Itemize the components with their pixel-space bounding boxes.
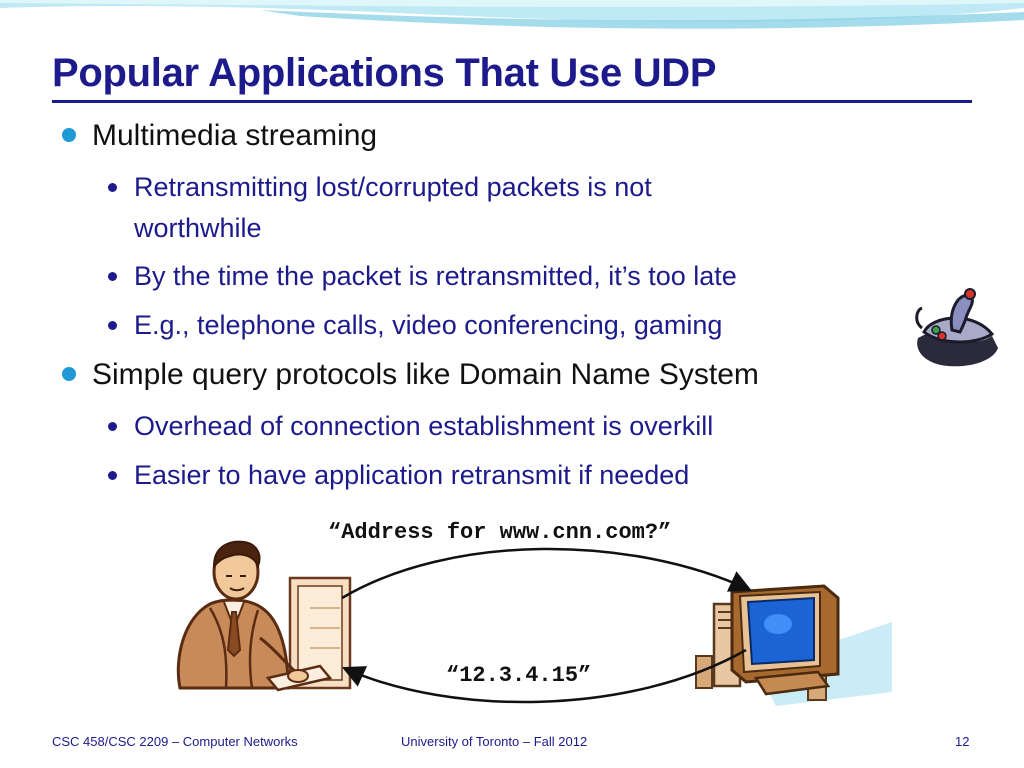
slide-title: Popular Applications That Use UDP xyxy=(52,51,717,95)
footer-course: CSC 458/CSC 2209 – Computer Networks xyxy=(52,734,298,749)
response-arrow xyxy=(341,648,747,704)
bullet-text: Overhead of connection establishment is … xyxy=(134,411,714,441)
footer-university: University of Toronto – Fall 2012 xyxy=(401,734,588,749)
bullet-text: Easier to have application retransmit if… xyxy=(134,460,690,490)
slide-number: 12 xyxy=(955,734,970,749)
bullet-text: Retransmitting lost/corrupted packets is… xyxy=(134,172,652,202)
query-arrow xyxy=(341,547,753,600)
bullet-text: E.g., telephone calls, video conferencin… xyxy=(134,310,723,340)
joystick-icon xyxy=(915,288,998,367)
bullet-dot xyxy=(62,367,76,381)
desktop-computer-icon xyxy=(695,584,892,706)
bullet-text: By the time the packet is retransmitted,… xyxy=(134,261,737,291)
bullet-dot xyxy=(108,422,117,431)
bullet-text: worthwhile xyxy=(134,213,262,243)
bullet-text: Multimedia streaming xyxy=(92,119,378,152)
response-label: “12.3.4.15” xyxy=(446,663,592,688)
bullet-dot xyxy=(62,128,76,142)
header-wave-decoration xyxy=(0,0,1024,29)
title-underline xyxy=(52,100,972,103)
bullet-dot xyxy=(108,272,117,281)
bullet-dot xyxy=(108,471,117,480)
bullet-dot xyxy=(108,183,117,192)
query-response-arrows xyxy=(341,547,753,704)
bullet-dot xyxy=(108,321,117,330)
bullet-text: Simple query protocols like Domain Name … xyxy=(92,358,759,391)
query-label: “Address for www.cnn.com?” xyxy=(328,520,672,545)
person-at-computer-icon xyxy=(176,540,352,692)
